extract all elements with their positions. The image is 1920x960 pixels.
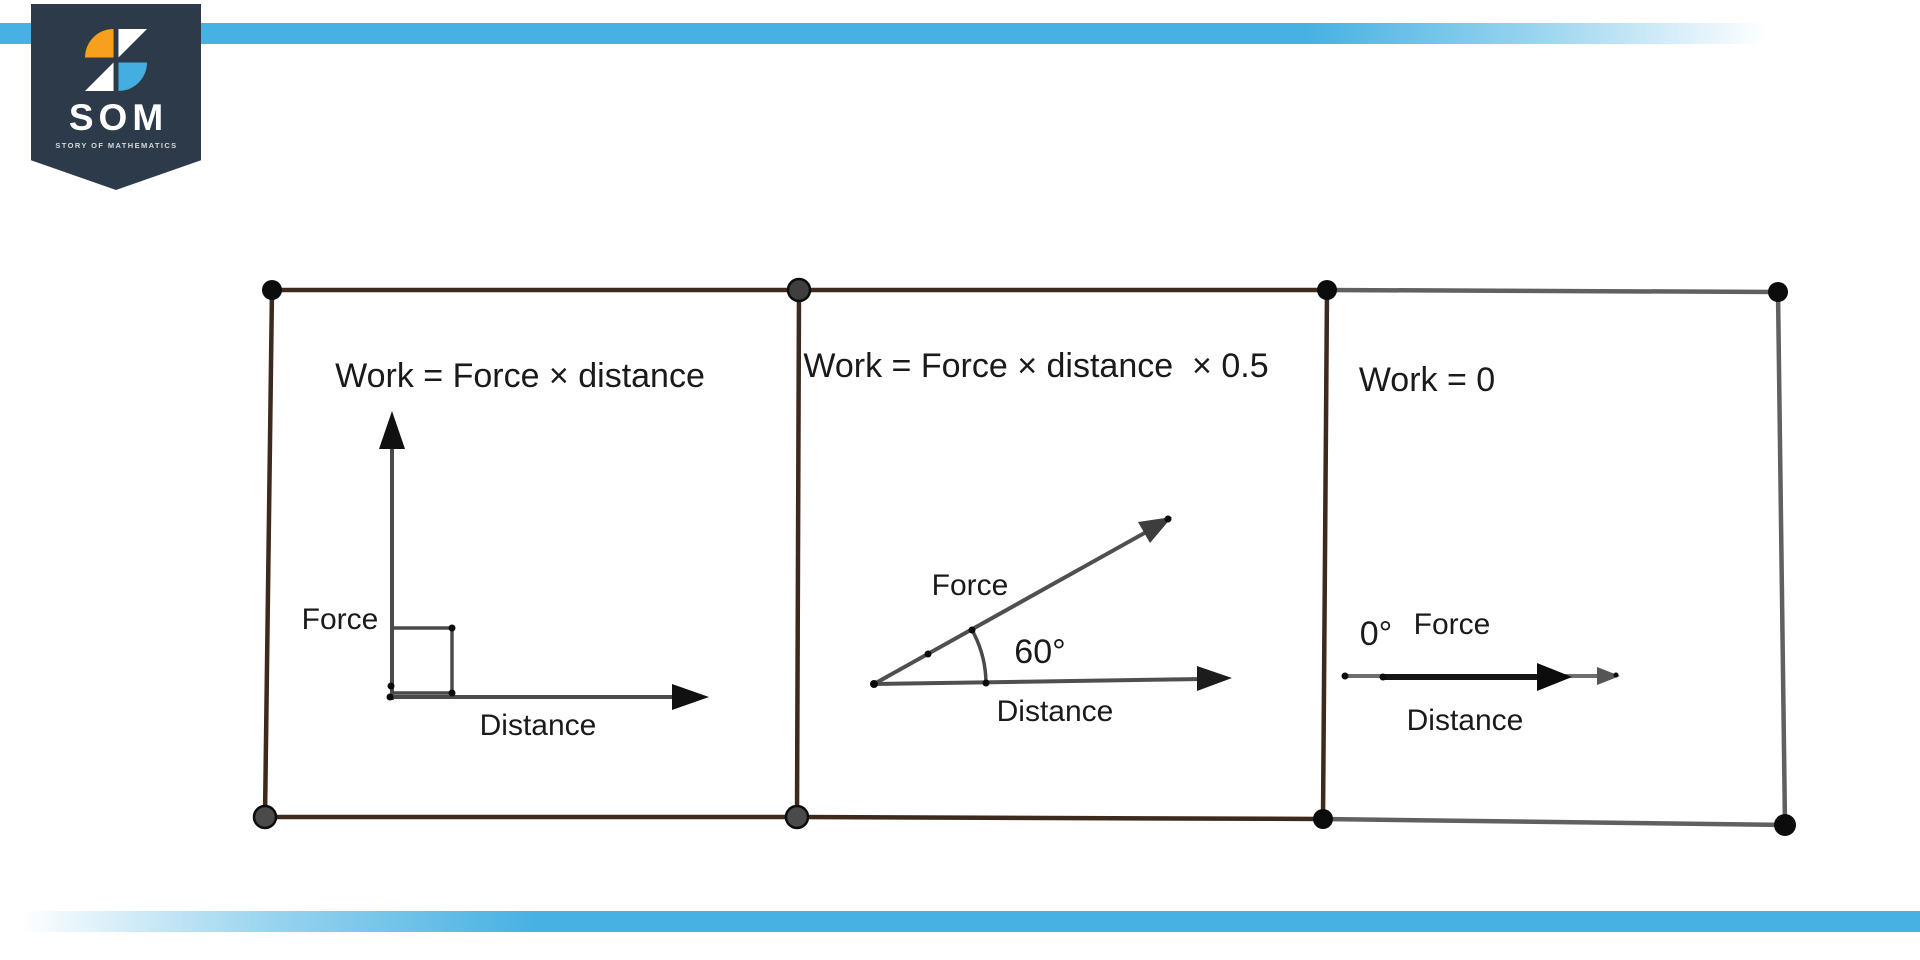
panel-borders-gray	[1322, 287, 1788, 828]
top-accent-bar	[0, 23, 1920, 44]
panel3-formula: Work = 0	[1358, 361, 1496, 399]
panel2-force-label: Force	[931, 569, 1009, 602]
panel2-angle-label: 60°	[1014, 633, 1066, 671]
panel1-right-angle-marker	[386, 624, 456, 701]
panel3-distance-label: Distance	[1406, 704, 1524, 737]
panel2-angle-arc	[970, 629, 988, 684]
panel-borders-brown	[262, 287, 1330, 822]
panel2-distance-arrow	[873, 666, 1232, 691]
panel3-force-label: Force	[1413, 608, 1491, 641]
logo-title: SOM	[68, 97, 169, 138]
panel1-force-label: Force	[301, 603, 379, 636]
logo-subtitle: STORY OF MATHEMATICS	[55, 141, 178, 150]
panel2-distance-label: Distance	[996, 695, 1114, 728]
panel2-point-dots	[870, 515, 1172, 688]
corner-dots	[252, 277, 1796, 836]
panel3-angle-label: 0°	[1359, 615, 1393, 653]
bottom-accent-bar	[0, 911, 1920, 932]
panel1-distance-arrow	[389, 684, 709, 710]
som-logo-icon	[85, 29, 147, 91]
panel3-point-dots	[1341, 672, 1619, 681]
panel1-distance-label: Distance	[479, 709, 597, 742]
panel2-force-arrow	[873, 517, 1172, 686]
panel2-formula: Work = Force × distance × 0.5	[803, 347, 1269, 385]
som-logo-banner: SOM STORY OF MATHEMATICS	[31, 4, 201, 190]
panel1-formula: Work = Force × distance	[335, 357, 705, 395]
panel3-force-arrow	[1383, 663, 1572, 691]
